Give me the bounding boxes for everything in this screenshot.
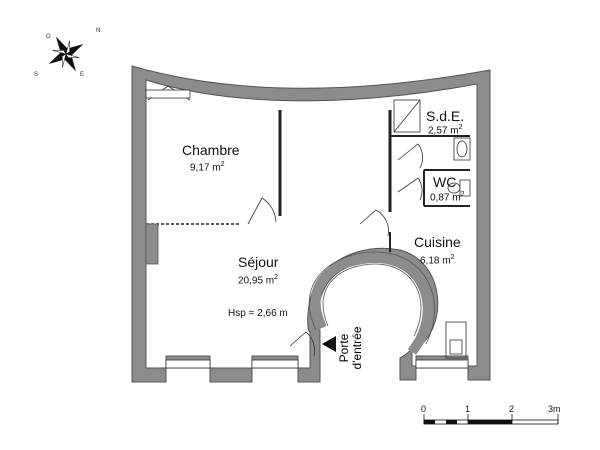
room-wc-name: WC [433,174,457,190]
scale-label-3: 3m [548,404,561,414]
entry-arc-wall [310,252,433,355]
stove-fixture [445,321,467,359]
compass-west-label: O [46,34,51,40]
entry-arc-outline [308,251,435,345]
room-chambre-area: 9,17 m2 [190,161,225,174]
entry-arrow [322,336,336,352]
entry-label-line2: d'entrée [350,326,364,370]
shower-fixture [393,99,421,133]
entry-door-label: Porte d'entrée [337,318,398,378]
entry-arc-inner [322,263,422,337]
compass-south-label: S [34,72,39,78]
toilet-fixture [447,179,471,197]
room-sejour-area: 20,95 m2 [238,274,279,287]
room-cuisine-area: 6,18 m2 [420,254,455,267]
scale-label-2: 2 [509,404,515,414]
compass-north-label: N [96,28,101,34]
windows [145,89,469,369]
scale-label-0: 0 [421,404,427,414]
compass-rose-icon [48,36,84,72]
compass-east-label: E [80,72,85,78]
scale-label-1: 1 [465,404,471,414]
sink-fixture [453,137,471,161]
room-sejour-name: Séjour [238,254,279,270]
interior-walls [146,110,470,252]
ceiling-height-label: Hsp = 2,66 m [228,308,288,319]
room-sde-area: 2,57 m2 [428,124,463,137]
room-chambre-name: Chambre [182,142,240,158]
room-wc-area: 0,87 m2 [430,191,465,204]
room-cuisine-name: Cuisine [414,234,461,250]
wall-pillar [145,223,159,265]
room-sde-name: S.d.E. [426,108,465,124]
scale-bar [423,414,559,425]
